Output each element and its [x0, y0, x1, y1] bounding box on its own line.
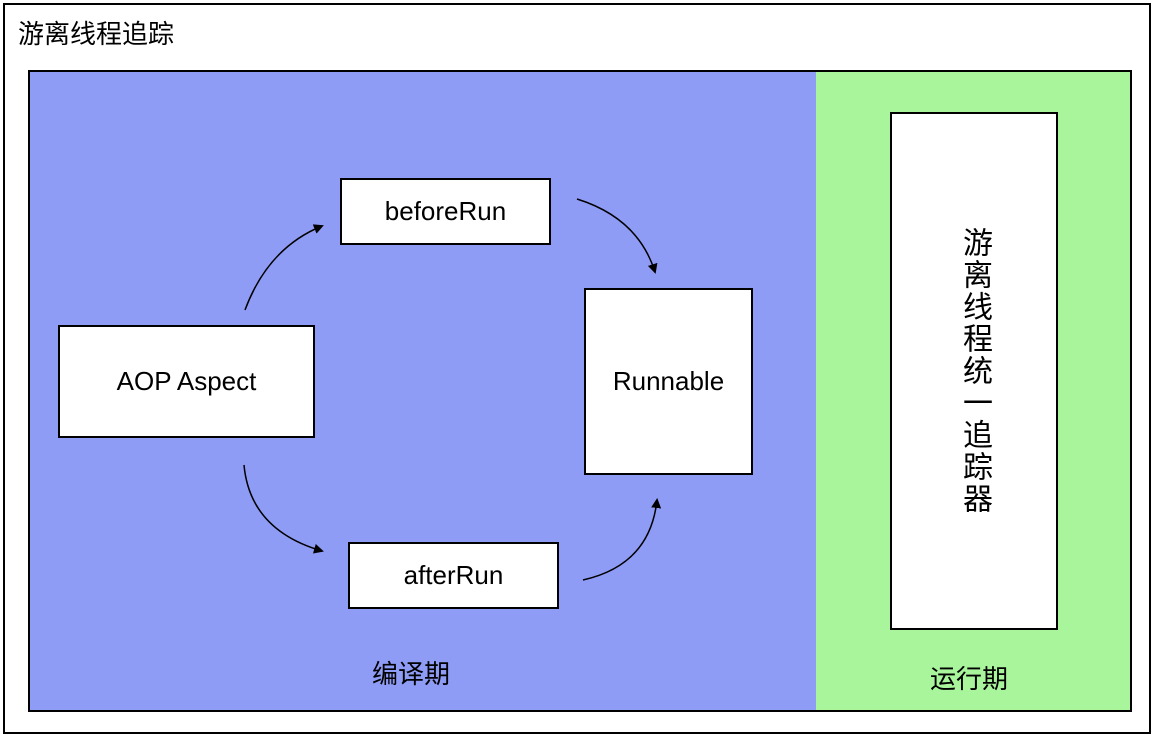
- unified-tracker-node: 游离线程统一追踪器: [890, 112, 1058, 630]
- unified-tracker-label: 游离线程统一追踪器: [957, 227, 992, 515]
- compile-phase-label: 编译期: [372, 660, 451, 690]
- before-run-label: beforeRun: [384, 196, 507, 226]
- before-run-node: beforeRun: [340, 178, 551, 245]
- aop-aspect-node: AOP Aspect: [58, 325, 315, 438]
- aop-aspect-label: AOP Aspect: [116, 366, 257, 396]
- after-run-node: afterRun: [348, 542, 559, 609]
- runnable-node: Runnable: [584, 288, 753, 475]
- diagram-title: 游离线程追踪: [18, 20, 175, 50]
- runnable-label: Runnable: [612, 366, 725, 396]
- runtime-phase-label: 运行期: [930, 665, 1009, 695]
- after-run-label: afterRun: [403, 560, 504, 590]
